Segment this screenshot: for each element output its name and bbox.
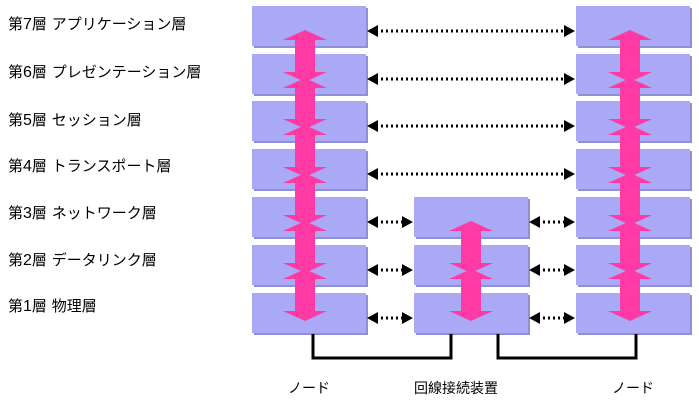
peer-arrow-layer-5-left-head: [367, 120, 378, 132]
right-arrow-7-6: [608, 30, 652, 82]
peer-arrow-left-layer-1-right-head: [402, 312, 413, 324]
left-arrow-6-5: [283, 78, 327, 129]
left-arrow-4-3: [283, 173, 327, 225]
peer-arrow-right-layer-2-right-head: [564, 264, 575, 276]
right-arrow-6-5: [608, 78, 652, 129]
right-arrow-5-4: [608, 125, 652, 177]
left-node-label: ノード: [288, 381, 330, 397]
peer-arrow-right-layer-3-right-head: [564, 216, 575, 228]
peer-arrow-layer-6-right-head: [564, 73, 575, 85]
layer-label-2: 第2層 データリンク層: [8, 251, 157, 269]
link-left-to-device: [311, 334, 453, 360]
left-arrow-7-6: [283, 30, 327, 82]
peer-arrow-left-layer-1-left-head: [367, 312, 378, 324]
right-arrow-4-3: [608, 173, 652, 225]
peer-arrow-layer-7-left-head: [367, 25, 378, 37]
peer-arrow-left-layer-2-left-head: [367, 264, 378, 276]
left-arrow-2-1: [283, 269, 327, 321]
peer-arrow-left-layer-3-right-head: [402, 216, 413, 228]
device-arrow-2-1: [449, 269, 493, 321]
layer-label-1: 第1層 物理層: [8, 297, 97, 315]
right-node-label: ノード: [612, 381, 654, 397]
peer-arrow-left-layer-3-left-head: [367, 216, 378, 228]
peer-arrow-left-layer-2-right-head: [402, 264, 413, 276]
peer-arrow-right-layer-1-right-head: [564, 312, 575, 324]
peer-arrow-layer-5-right-head: [564, 120, 575, 132]
right-arrow-2-1: [608, 269, 652, 321]
peer-arrow-right-layer-2-left-head: [529, 264, 540, 276]
middle-device-label: 回線接続装置: [414, 381, 498, 397]
device-arrow-3-2: [449, 221, 493, 273]
link-device-to-right: [496, 334, 638, 360]
layer-label-6: 第6層 プレゼンテーション層: [8, 63, 202, 81]
peer-arrow-layer-4-right-head: [564, 168, 575, 180]
peer-arrow-layer-4-left-head: [367, 168, 378, 180]
layer-label-3: 第3層 ネットワーク層: [8, 204, 157, 222]
left-arrow-3-2: [283, 221, 327, 273]
left-arrow-5-4: [283, 125, 327, 177]
peer-arrow-layer-7-right-head: [564, 25, 575, 37]
layer-label-7: 第7層 アプリケーション層: [8, 15, 187, 33]
peer-arrow-right-layer-3-left-head: [529, 216, 540, 228]
layer-label-5: 第5層 セッション層: [8, 111, 142, 129]
peer-arrow-layer-6-left-head: [367, 73, 378, 85]
peer-arrow-right-layer-1-left-head: [529, 312, 540, 324]
right-arrow-3-2: [608, 221, 652, 273]
layer-label-4: 第4層 トランスポート層: [8, 157, 172, 175]
